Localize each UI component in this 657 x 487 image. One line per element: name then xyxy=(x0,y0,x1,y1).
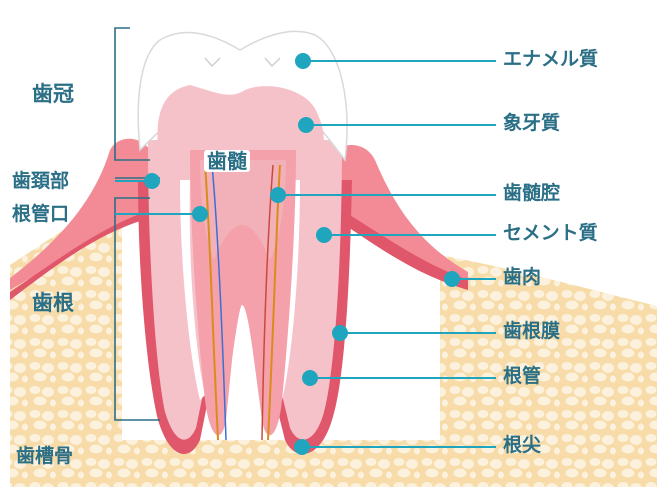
label-root-canal: 根管 xyxy=(503,365,542,387)
label-root: 歯根 xyxy=(32,291,74,315)
gum-right-shape xyxy=(320,145,468,288)
label-canal-orifice: 根管口 xyxy=(12,203,70,225)
label-apex: 根尖 xyxy=(503,434,542,456)
label-pulp: 歯髄 xyxy=(204,150,250,172)
label-pulp-cavity: 歯髄腔 xyxy=(503,182,561,204)
leader-dots xyxy=(144,53,460,455)
label-cementum: セメント質 xyxy=(503,222,598,244)
label-dentin: 象牙質 xyxy=(503,112,561,134)
label-cervical: 歯頚部 xyxy=(12,170,70,192)
label-periodontal-ligament: 歯根膜 xyxy=(503,320,561,342)
label-alveolar-bone: 歯槽骨 xyxy=(16,445,74,467)
label-enamel: エナメル質 xyxy=(503,48,599,70)
label-crown: 歯冠 xyxy=(32,82,74,106)
label-gingiva: 歯肉 xyxy=(503,266,542,288)
gum-left-shape xyxy=(10,138,160,290)
alveolar-bone-shape xyxy=(10,193,657,487)
